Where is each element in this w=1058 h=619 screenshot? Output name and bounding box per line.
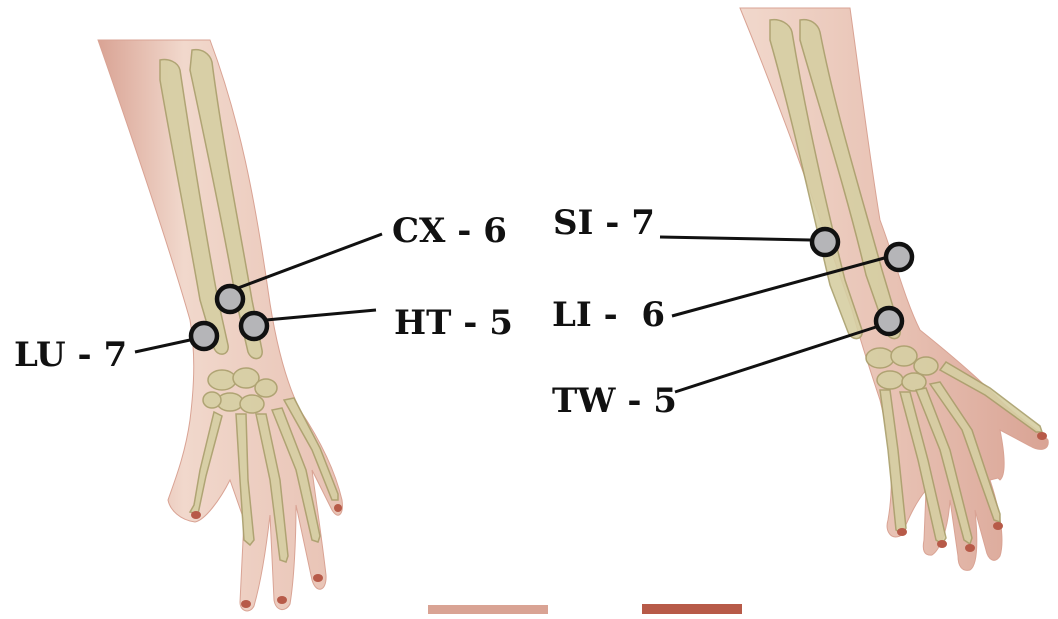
label-ht5: HT - 5 — [394, 306, 513, 340]
cropped-image-edge — [428, 604, 742, 614]
marker-si7 — [812, 229, 838, 255]
marker-cx6 — [217, 286, 243, 312]
marker-ht5 — [241, 313, 267, 339]
label-si7: SI - 7 — [553, 206, 655, 240]
left-forearm-hand — [98, 40, 342, 611]
cropped-arm-fragment-left — [428, 605, 548, 614]
marker-li6 — [886, 244, 912, 270]
label-li6: LI - 6 — [552, 298, 665, 332]
label-cx6: CX - 6 — [392, 214, 507, 248]
leader-line-ht5 — [266, 310, 376, 320]
marker-tw5 — [876, 308, 902, 334]
leader-line-lu7 — [135, 340, 190, 352]
leader-line-si7 — [660, 237, 810, 240]
label-lu7: LU - 7 — [14, 338, 127, 372]
cropped-arm-fragment-right — [642, 604, 742, 614]
marker-lu7 — [191, 323, 217, 349]
right-forearm-hand — [740, 8, 1048, 570]
label-tw5: TW - 5 — [552, 384, 677, 418]
leader-line-tw5 — [675, 327, 876, 392]
